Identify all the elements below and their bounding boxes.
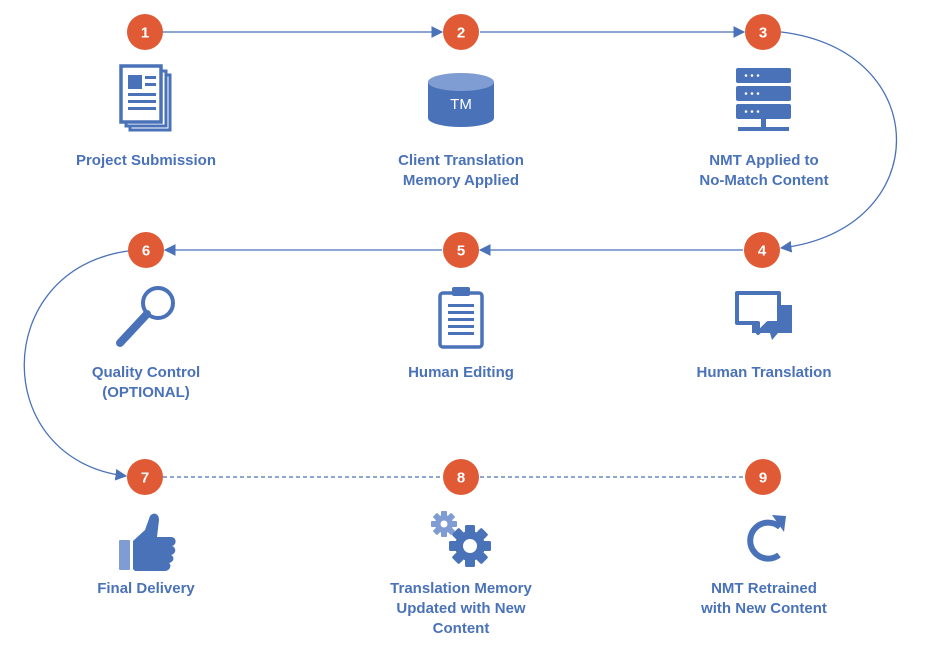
tm-label: TM	[450, 96, 472, 113]
label-line: Updated with New	[396, 600, 526, 617]
step-badge-4: 4	[744, 232, 780, 268]
badge-circle	[443, 459, 479, 495]
step-badge-9: 9	[745, 459, 781, 495]
chat-bubbles-icon	[735, 291, 792, 340]
label-line: NMT Applied to	[709, 152, 819, 169]
step-badge-2: 2	[443, 14, 479, 50]
database-tm-icon: TM	[428, 73, 494, 127]
step-label-8: Translation Memory Updated with New Cont…	[351, 579, 571, 639]
step-badge-8: 8	[443, 459, 479, 495]
label-line: Quality Control	[91, 364, 201, 381]
connectors	[23, 26, 897, 481]
label-line: with New Content	[701, 600, 827, 617]
refresh-icon	[747, 515, 786, 562]
step-label-3: NMT Applied to No-Match Content	[654, 151, 874, 191]
badge-circle	[128, 232, 164, 268]
label-line: Final Delivery	[97, 580, 195, 597]
label-line: Content	[432, 620, 490, 637]
badges: 1 2 3 4 5 6 7 8 9	[127, 14, 781, 495]
server-icon	[736, 68, 791, 131]
step-badge-6: 6	[128, 232, 164, 268]
label-line: Client Translation	[398, 152, 524, 169]
badge-number: 1	[141, 25, 149, 42]
connector-3-4	[779, 31, 897, 253]
badge-circle	[443, 232, 479, 268]
label-line: Human Editing	[408, 364, 514, 381]
thumbs-up-icon	[119, 513, 176, 571]
badge-circle	[744, 232, 780, 268]
badge-circle	[127, 459, 163, 495]
badge-number: 4	[758, 243, 767, 260]
step-label-7: Final Delivery	[36, 579, 256, 599]
label-line: NMT Retrained	[711, 580, 817, 597]
badge-circle	[745, 14, 781, 50]
badge-number: 8	[457, 470, 465, 487]
badge-number: 6	[142, 243, 150, 260]
step-badge-3: 3	[745, 14, 781, 50]
label-line: Translation Memory	[390, 580, 532, 597]
step-label-5: Human Editing	[351, 363, 571, 383]
badge-number: 3	[759, 25, 767, 42]
badge-number: 5	[457, 243, 465, 260]
step-label-9: NMT Retrained with New Content	[654, 579, 874, 619]
badge-circle	[745, 459, 781, 495]
step-badge-7: 7	[127, 459, 163, 495]
magnifier-icon	[116, 286, 175, 347]
label-line: Memory Applied	[402, 172, 520, 189]
label-line: (OPTIONAL)	[102, 384, 190, 401]
label-line: Project Submission	[75, 152, 217, 169]
label-line: Human Translation	[696, 364, 832, 381]
clipboard-icon	[438, 287, 484, 349]
step-badge-1: 1	[127, 14, 163, 50]
step-badge-5: 5	[443, 232, 479, 268]
gears-icon	[431, 511, 491, 567]
badge-number: 7	[141, 470, 149, 487]
badge-number: 2	[457, 25, 465, 42]
step-label-6: Quality Control (OPTIONAL)	[36, 363, 256, 403]
document-stack-icon	[119, 64, 172, 132]
badge-circle	[127, 14, 163, 50]
badge-number: 9	[759, 470, 767, 487]
label-line: No-Match Content	[699, 172, 829, 189]
step-label-1: Project Submission	[36, 151, 256, 171]
badge-circle	[443, 14, 479, 50]
step-label-2: Client Translation Memory Applied	[351, 151, 571, 191]
step-label-4: Human Translation	[654, 363, 874, 383]
connector-6-7	[23, 250, 129, 481]
